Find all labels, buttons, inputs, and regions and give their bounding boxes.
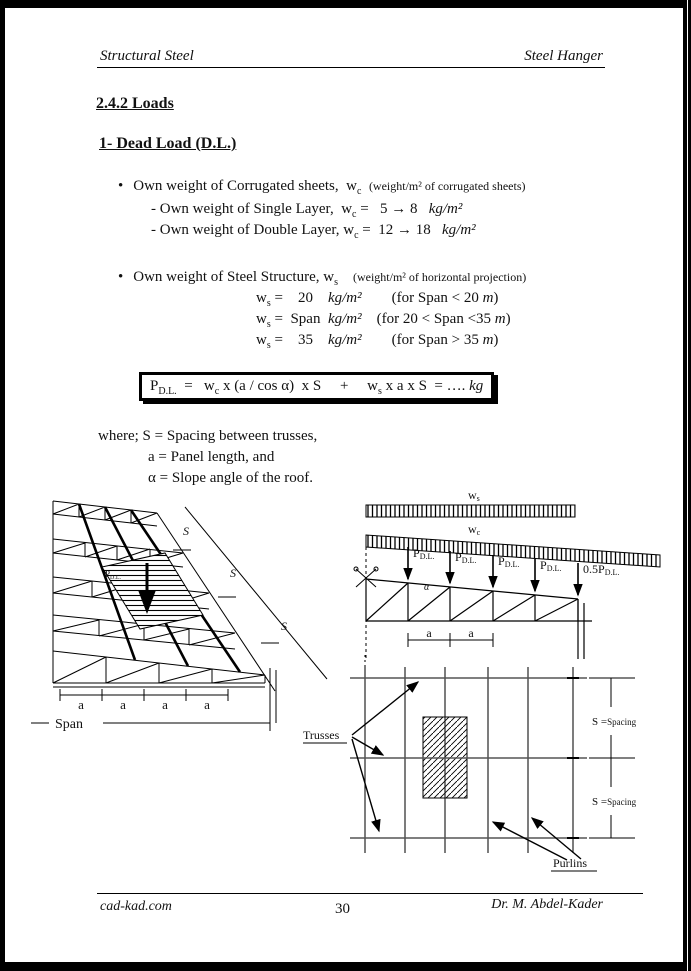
where-note-line2: a = Panel length, and: [148, 449, 275, 465]
trusses-callout: Trusses: [303, 681, 420, 833]
tributary-area-patch: PD.L.: [101, 552, 204, 630]
truss-elevation-lines: [365, 578, 592, 659]
header-left-text: Structural Steel: [100, 48, 194, 64]
svg-text:PD.L.: PD.L.: [455, 550, 476, 565]
purlins-label: Purlins: [553, 856, 587, 870]
roof-edge-lines: [156, 506, 328, 723]
svg-text:S: S: [230, 566, 236, 580]
figure-roof-3d: PD.L. S S S a a a a Span: [31, 500, 328, 732]
load-label-3d: PD.L.: [105, 569, 122, 581]
elevation-panel-dimension: a a: [407, 626, 494, 647]
where-note-line1: where; S = Spacing between trusses,: [98, 428, 318, 444]
figure-truss-elevation: ws wc α: [353, 488, 661, 659]
svg-text:a: a: [78, 697, 84, 712]
grid-end-ticks: [567, 677, 579, 839]
svg-text:PD.L.: PD.L.: [498, 554, 519, 569]
ws-span-lt20-line: ws = 20 kg/m² (for Span < 20 m): [256, 290, 499, 309]
panel-dimension-labels: a a a a: [78, 697, 210, 712]
spacing-labels-3d: S S S: [183, 524, 287, 633]
ws-span-20-35-line: ws = Span kg/m² (for 20 < Span <35 m): [256, 311, 511, 330]
dead-load-formula-box: PD.L. = wc x (a / cos α) x S + ws x a x …: [139, 372, 495, 401]
load-arrow-labels: PD.L. PD.L. PD.L. PD.L. 0.5PD.L.: [413, 546, 619, 577]
svg-text:0.5PD.L.: 0.5PD.L.: [583, 562, 619, 577]
double-layer-line: - Own weight of Double Layer, wc = 12 → …: [151, 222, 476, 241]
ws-strip-label: ws: [468, 488, 480, 503]
svg-text:a: a: [162, 697, 168, 712]
spacing-dimension: S =Spacing S =Spacing: [589, 677, 637, 839]
figure-plan-grid: S =Spacing S =Spacing Trusses Purlins: [303, 655, 637, 872]
span-label: Span: [55, 717, 83, 732]
truss-grid-lines: [350, 677, 587, 839]
corrugated-sheets-text: Own weight of Corrugated sheets, wc (wei…: [133, 178, 526, 197]
subsection-heading: 1- Dead Load (D.L.): [99, 135, 237, 152]
wc-strip-label: wc: [468, 522, 481, 537]
footer-rule: [97, 893, 643, 894]
svg-text:S: S: [281, 619, 287, 633]
svg-text:a: a: [468, 626, 474, 640]
svg-text:a: a: [426, 626, 432, 640]
bullet-dot: •: [118, 269, 124, 285]
wc-load-strip: [365, 534, 661, 568]
scan-edge-line: [687, 0, 688, 971]
purlin-grid-lines: [364, 655, 574, 853]
spacing-label-top: S =Spacing: [592, 716, 637, 728]
header-right-text: Steel Hanger: [524, 48, 603, 64]
spacing-label-bottom: S =Spacing: [592, 796, 637, 808]
svg-text:PD.L.: PD.L.: [540, 558, 561, 573]
svg-text:S: S: [183, 524, 189, 538]
ws-load-strip: [365, 504, 576, 518]
span-dimension: Span: [31, 715, 271, 732]
where-note-line3: α = Slope angle of the roof.: [148, 470, 314, 486]
bullet-dot: •: [118, 178, 124, 194]
svg-text:PD.L.: PD.L.: [413, 546, 434, 561]
footer-site-text: cad-kad.com: [100, 899, 172, 914]
document-page: Structural Steel Steel Hanger 2.4.2 Load…: [5, 8, 683, 962]
purlins-callout: Purlins: [491, 817, 597, 872]
corrugated-sheets-line: • Own weight of Corrugated sheets, wc (we…: [118, 178, 526, 197]
page-number: 30: [335, 901, 350, 917]
svg-text:a: a: [204, 697, 210, 712]
svg-text:a: a: [120, 697, 126, 712]
footer-author-text: Dr. M. Abdel-Kader: [491, 897, 603, 912]
alpha-angle-label: α: [424, 582, 430, 593]
header-rule: [97, 67, 605, 68]
section-heading: 2.4.2 Loads: [96, 95, 174, 112]
steel-structure-text: Own weight of Steel Structure, ws (weigh…: [133, 269, 527, 288]
panel-dimension-lines: [59, 689, 229, 701]
ws-span-gt35-line: ws = 35 kg/m² (for Span > 35 m): [256, 332, 499, 351]
load-arrows: [403, 547, 583, 597]
trusses-label: Trusses: [303, 728, 340, 742]
single-layer-line: - Own weight of Single Layer, wc = 5 → 8…: [151, 201, 463, 220]
steel-structure-line: • Own weight of Steel Structure, ws (weig…: [118, 269, 527, 288]
